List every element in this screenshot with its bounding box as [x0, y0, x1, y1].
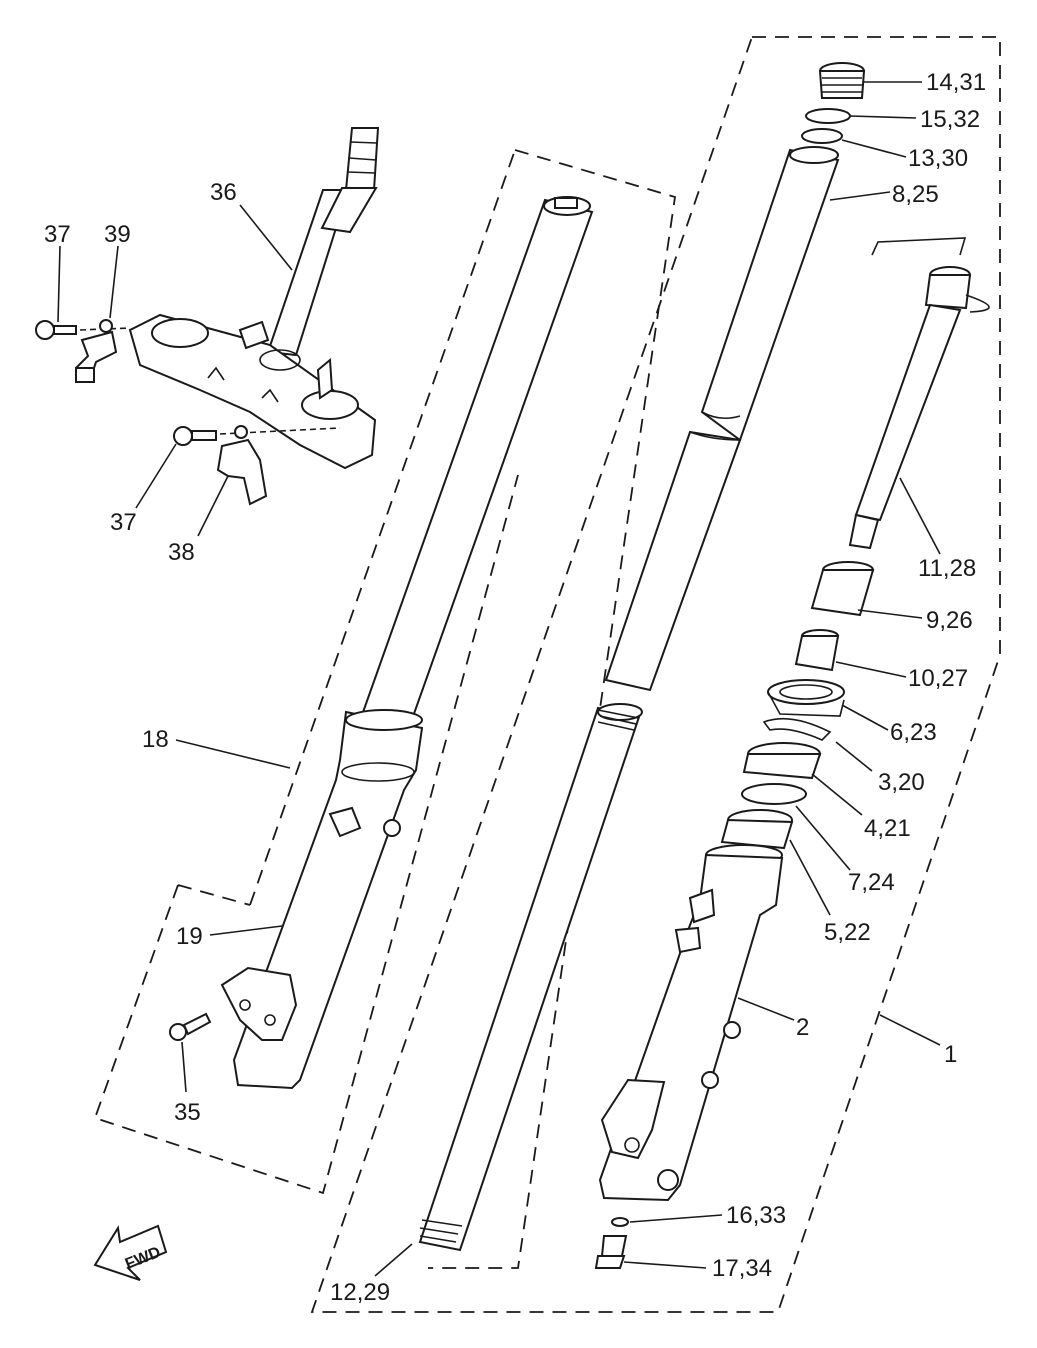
- bushing-10-27: [794, 629, 840, 672]
- collar-9-26: [810, 561, 875, 617]
- callout-1: 1: [944, 1041, 957, 1068]
- fwd-arrow-icon: FWD: [93, 1224, 168, 1281]
- leader-lines: [57, 81, 941, 1277]
- bolt-35: [169, 1012, 212, 1041]
- callout-13-30: 13,30: [908, 145, 968, 172]
- callout-18: 18: [142, 726, 169, 753]
- dust-seal-6-23: [767, 679, 845, 717]
- group-18-outline: [93, 149, 677, 1269]
- group-11-bracket: [871, 237, 967, 256]
- callout-19: 19: [176, 923, 203, 950]
- bushing-5-22: [720, 809, 794, 850]
- outer-tube-8-25: [604, 146, 840, 692]
- bolt-37-upper: [35, 320, 131, 340]
- callout-17-34: 17,34: [712, 1255, 772, 1282]
- washer-13-30: [801, 128, 843, 144]
- oil-seal-4-21: [742, 742, 822, 780]
- steering-stem: [266, 127, 380, 357]
- outer-tube-2: [598, 844, 784, 1202]
- bolt-37-lower: [173, 426, 341, 446]
- callout-16-33: 16,33: [726, 1202, 786, 1229]
- bolt-17-34: [594, 1235, 628, 1269]
- brake-hose-holder-38: [216, 425, 268, 506]
- callout-9-26: 9,26: [926, 607, 973, 634]
- callout-2: 2: [796, 1014, 809, 1041]
- callout-6-23: 6,23: [890, 719, 937, 746]
- callout-35: 35: [174, 1099, 201, 1126]
- callout-15-32: 15,32: [920, 106, 980, 133]
- callout-11-28: 11,28: [918, 555, 976, 582]
- callout-5-22: 5,22: [824, 919, 871, 946]
- clip-3-20: [762, 717, 832, 741]
- inner-tube-left: [360, 196, 594, 727]
- callout-8-25: 8,25: [892, 181, 939, 208]
- callout-36: 36: [210, 179, 237, 206]
- callout-39: 39: [104, 221, 131, 248]
- callout-7-24: 7,24: [848, 869, 895, 896]
- callout-14-31: 14,31: [926, 69, 986, 96]
- callout-10-27: 10,27: [908, 665, 968, 692]
- callout-38: 38: [168, 539, 195, 566]
- callout-4-21: 4,21: [864, 815, 911, 842]
- callout-12-29: 12,29: [330, 1279, 390, 1306]
- brake-hose-holder-39: [74, 319, 118, 384]
- damper-rod-cartridge: [418, 703, 643, 1252]
- callout-37-upper: 37: [44, 221, 71, 248]
- cap-bolt-14-31: [818, 62, 866, 99]
- damper-rod-11-28: [848, 266, 990, 550]
- callout-3-20: 3,20: [878, 769, 925, 796]
- callout-37-lower: 37: [110, 509, 137, 536]
- washer-7-24: [741, 783, 807, 805]
- o-ring-15-32: [805, 108, 851, 124]
- outer-tube-left: [220, 709, 424, 1090]
- under-bracket: [128, 313, 377, 470]
- copper-washer-16-33: [611, 1217, 629, 1227]
